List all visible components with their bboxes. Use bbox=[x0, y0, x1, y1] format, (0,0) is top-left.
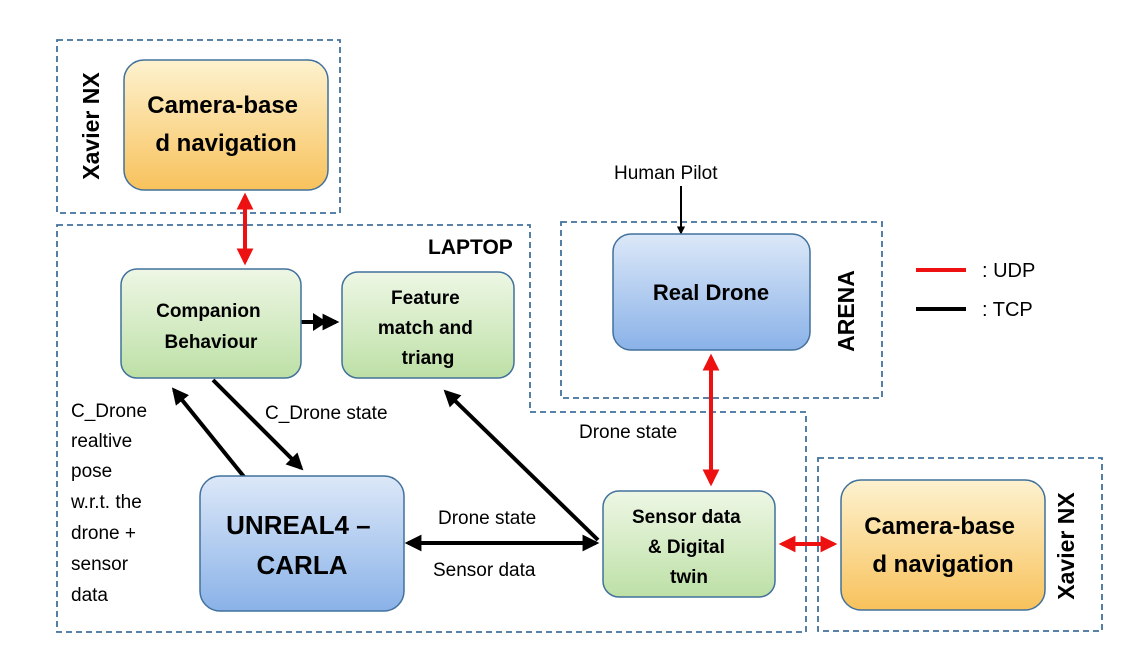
node-companion-behaviour: Companion Behaviour bbox=[120, 268, 302, 379]
group-title-arena: ARENA bbox=[833, 270, 859, 352]
node-camera-top-line1: Camera-base bbox=[147, 92, 298, 119]
node-unreal-line2: CARLA bbox=[257, 550, 348, 580]
label-c-drone-pose-line4: w.r.t. the bbox=[70, 492, 142, 513]
group-title-laptop: LAPTOP bbox=[428, 236, 513, 259]
label-c-drone-pose-line7: data bbox=[71, 585, 108, 606]
node-feature-line1: Feature bbox=[391, 288, 460, 309]
group-xavier-top-boundary bbox=[56, 39, 341, 214]
node-camera-bottom-line1: Camera-base bbox=[864, 513, 1015, 540]
node-unreal-carla: UNREAL4 – CARLA bbox=[199, 475, 405, 612]
label-c-drone-pose-line6: sensor bbox=[71, 554, 129, 575]
node-camera-navigation-top: Camera-base d navigation bbox=[123, 59, 329, 191]
svg-text:Camera-base d navigation: Camera-base d navigation bbox=[147, 92, 304, 157]
group-title-xavier-top: Xavier NX bbox=[78, 72, 104, 180]
node-companion-line1: Companion bbox=[156, 301, 261, 322]
svg-text:Sensor data & Digital: Sensor data & Digital twin bbox=[632, 507, 746, 588]
label-c-drone-pose-line1: C_Drone bbox=[71, 401, 147, 422]
node-real-drone-label: Real Drone bbox=[653, 280, 769, 305]
label-c-drone-state: C_Drone state bbox=[265, 403, 388, 424]
tcp-link-companion-unreal bbox=[211, 378, 304, 471]
node-sensor-line1: Sensor data bbox=[632, 507, 741, 528]
svg-text:Camera-base d navigation: Camera-base d navigation bbox=[864, 513, 1021, 578]
label-sensor-data: Sensor data bbox=[433, 560, 536, 581]
svg-text:Feature match and: Feature match and triang bbox=[378, 288, 478, 369]
tcp-link-unreal-companion bbox=[171, 387, 247, 480]
legend: : UDP : TCP bbox=[916, 260, 1035, 321]
node-camera-navigation-bottom: Camera-base d navigation bbox=[840, 479, 1046, 611]
svg-text:Companion Behaviour: Companion Behaviour bbox=[156, 301, 266, 353]
group-arena-boundary bbox=[560, 221, 883, 399]
node-unreal-line1: UNREAL4 – bbox=[226, 510, 370, 540]
svg-text:UNREAL4 – CARLA: UNREAL4 – CARLA bbox=[226, 510, 378, 580]
node-sensor-line2: & Digital bbox=[648, 537, 725, 558]
group-laptop-boundary bbox=[56, 224, 807, 633]
label-c-drone-pose-line2: realtive bbox=[71, 431, 132, 452]
label-human-pilot: Human Pilot bbox=[614, 163, 718, 184]
legend-udp-label: : UDP bbox=[982, 260, 1035, 282]
node-feature-line2: match and bbox=[378, 318, 473, 339]
label-drone-state-mid: Drone state bbox=[438, 508, 536, 529]
label-c-drone-pose-line3: pose bbox=[71, 461, 112, 482]
group-xavier-bottom-boundary bbox=[817, 457, 1103, 632]
group-title-xavier-bottom: Xavier NX bbox=[1053, 492, 1079, 600]
node-camera-bottom-line2: d navigation bbox=[872, 551, 1013, 578]
tcp-link-companion-feature-head bbox=[313, 313, 327, 331]
node-camera-top-line2: d navigation bbox=[155, 130, 296, 157]
legend-tcp-label: : TCP bbox=[982, 299, 1033, 321]
label-c-drone-pose: C_Drone realtive pose w.r.t. the drone +… bbox=[70, 401, 152, 606]
node-sensor-digital-twin: Sensor data & Digital twin bbox=[602, 490, 776, 598]
label-drone-state-arena: Drone state bbox=[579, 422, 677, 443]
node-sensor-line3: twin bbox=[670, 567, 708, 588]
node-real-drone: Real Drone bbox=[612, 233, 811, 351]
node-companion-line2: Behaviour bbox=[165, 332, 259, 353]
node-feature-match: Feature match and triang bbox=[341, 271, 515, 379]
svg-text:Real Drone: Real Drone bbox=[653, 280, 769, 305]
node-feature-line3: triang bbox=[402, 348, 455, 369]
label-c-drone-pose-line5: drone + bbox=[71, 523, 136, 544]
tcp-link-sensor-feature bbox=[443, 389, 600, 542]
